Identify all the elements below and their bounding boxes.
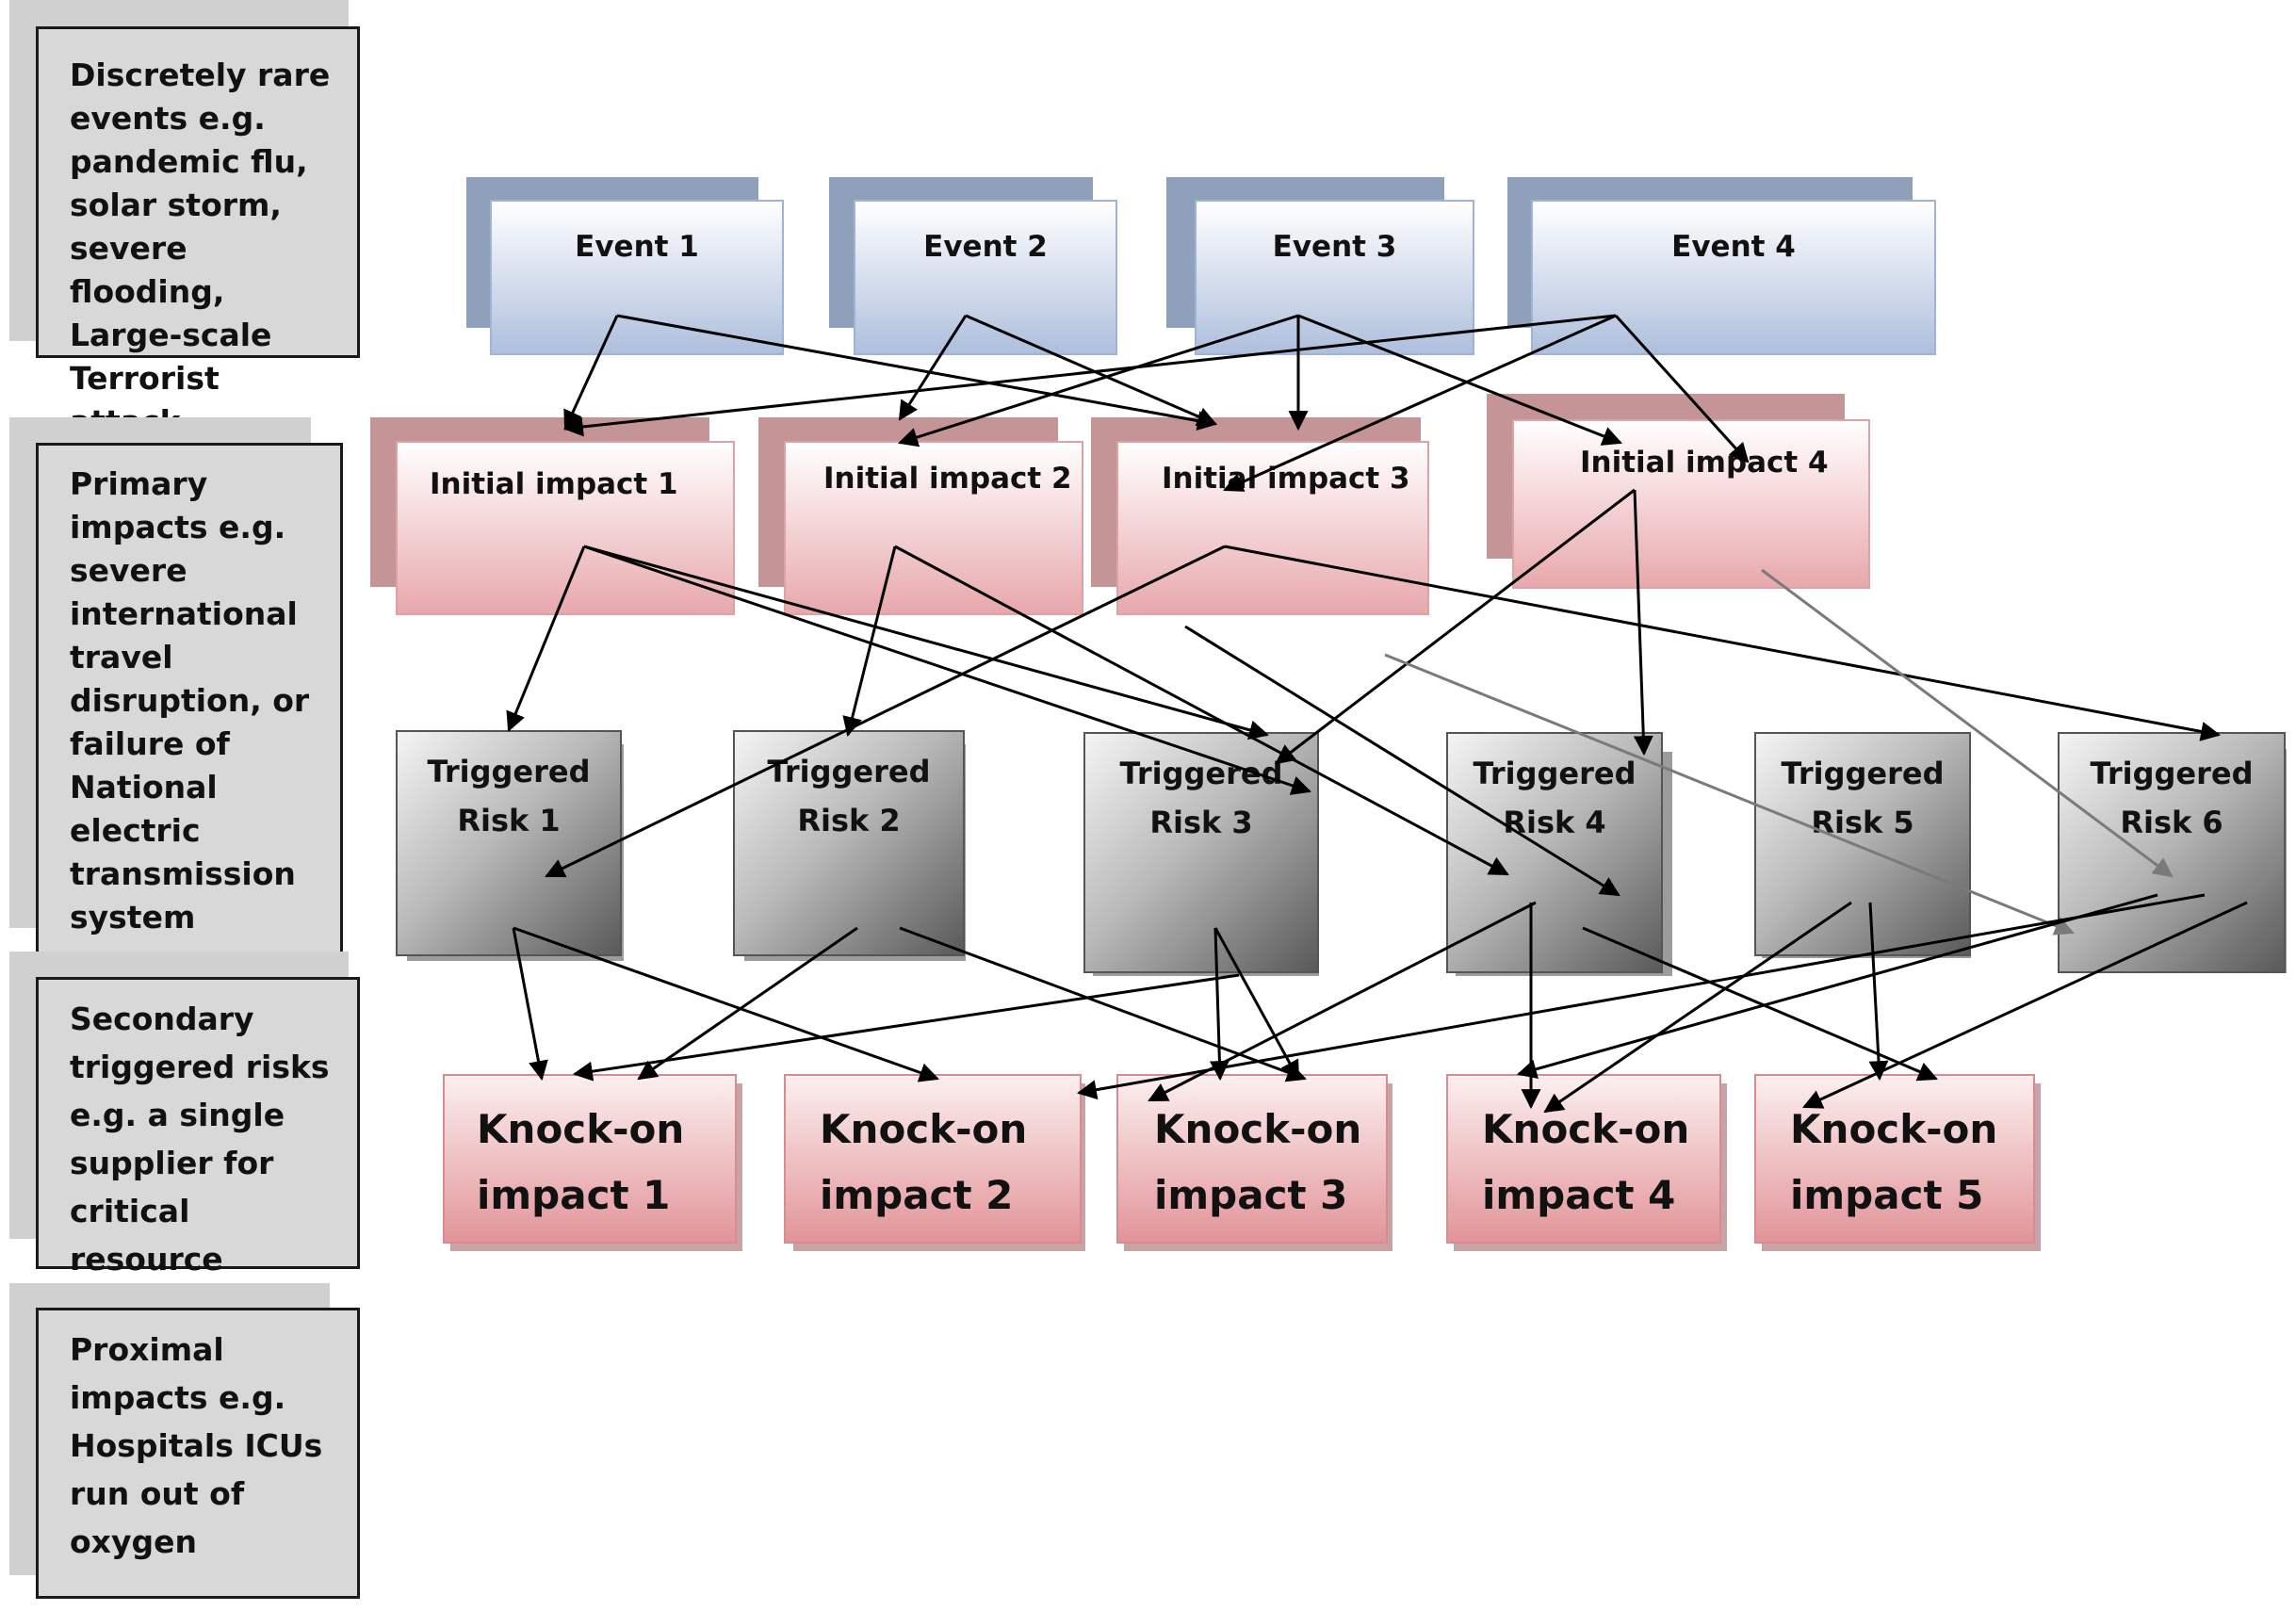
triggered-risk-3: Triggered Risk 3 (1083, 732, 1319, 973)
connection-arrow (1224, 545, 2222, 741)
legend-events-text: Discretely rare events e.g. pandemic flu… (70, 57, 331, 440)
connection-arrow (513, 926, 939, 1082)
connection-arrow (1184, 625, 1620, 897)
connection-arrow (616, 314, 1218, 431)
connection-arrow (1761, 568, 2174, 878)
connection-arrow (1633, 489, 1653, 757)
connection-arrow (899, 926, 1307, 1082)
knock-on-impact-3-line2: impact 3 (1154, 1172, 1348, 1218)
connection-arrow (1516, 893, 2158, 1080)
connection-arrow (1223, 314, 1617, 492)
legend-events: Discretely rare events e.g. pandemic flu… (36, 26, 360, 440)
initial-impact-2: Initial impact 2 (784, 441, 1083, 615)
triggered-risk-2-line1: Triggered (767, 754, 931, 789)
connection-arrow (545, 545, 1226, 878)
initial-impact-2-label: Initial impact 2 (823, 462, 1072, 496)
knock-on-impact-4-line1: Knock-on (1482, 1106, 1690, 1152)
knock-on-impact-3: Knock-on impact 3 (1116, 1074, 1388, 1244)
legend-proximal: Proximal impacts e.g. Hospitals ICUs run… (36, 1308, 360, 1599)
triggered-risk-6-line2: Risk 6 (2120, 805, 2223, 840)
connection-arrow (1213, 927, 1300, 1081)
connection-arrow (1802, 901, 2248, 1109)
connection-arrow (1297, 314, 1622, 446)
event-1: Event 1 (490, 200, 784, 355)
triggered-risk-6-line1: Triggered (2090, 756, 2254, 791)
knock-on-impact-4: Knock-on impact 4 (1446, 1074, 1721, 1244)
triggered-risk-1: Triggered Risk 1 (396, 730, 622, 956)
connection-arrow (965, 314, 1217, 427)
triggered-risk-2-line2: Risk 2 (797, 803, 901, 838)
knock-on-impact-2-line2: impact 2 (820, 1172, 1014, 1218)
connection-arrow (563, 315, 619, 431)
knock-on-impact-1-line2: impact 1 (477, 1172, 671, 1218)
knock-on-impact-2-line1: Knock-on (820, 1106, 1028, 1152)
connection-arrow (637, 926, 858, 1081)
triggered-risk-1-line2: Risk 1 (457, 803, 561, 838)
knock-on-impact-4-line2: impact 4 (1482, 1172, 1676, 1218)
legend-primary: Primary impacts e.g. severe internationa… (36, 443, 343, 956)
initial-impact-1-label: Initial impact 1 (430, 467, 678, 501)
connection-arrow (1148, 901, 1537, 1102)
initial-impact-3-label: Initial impact 3 (1162, 462, 1410, 496)
knock-on-impact-5-line1: Knock-on (1790, 1106, 1998, 1152)
knock-on-impact-1-line1: Knock-on (477, 1106, 685, 1152)
connection-arrow (1868, 902, 1889, 1082)
connection-arrow (562, 314, 1617, 437)
connection-arrow (572, 973, 1240, 1082)
connection-arrow (894, 545, 1509, 876)
legend-secondary: Secondary triggered risks e.g. a single … (36, 977, 360, 1277)
event-2: Event 2 (854, 200, 1117, 355)
event-1-label: Event 1 (575, 230, 699, 264)
connection-arrow (1275, 488, 1636, 765)
connection-arrow (1209, 927, 1229, 1082)
connection-arrow (512, 927, 548, 1082)
initial-impact-4: Initial impact 4 (1512, 419, 1870, 589)
connection-arrow (583, 545, 1270, 740)
event-4-label: Event 4 (1671, 230, 1796, 264)
connection-arrow (842, 545, 897, 738)
knock-on-impact-5-line2: impact 5 (1790, 1172, 1984, 1218)
triggered-risk-5: Triggered Risk 5 (1754, 732, 1971, 956)
connection-arrow (583, 545, 1311, 795)
connection-arrow (1384, 653, 2075, 936)
event-3-label: Event 3 (1272, 230, 1397, 264)
triggered-risk-1-line1: Triggered (427, 754, 591, 789)
legend-secondary-text: Secondary triggered risks e.g. a single … (70, 1001, 330, 1277)
event-4: Event 4 (1531, 200, 1936, 355)
triggered-risk-6: Triggered Risk 6 (2058, 732, 2286, 973)
connection-arrow (897, 314, 1299, 448)
triggered-risk-5-line1: Triggered (1781, 756, 1945, 791)
connection-arrow (898, 315, 968, 421)
connection-arrow (1076, 893, 2206, 1100)
initial-impact-1: Initial impact 1 (396, 441, 735, 615)
legend-proximal-text: Proximal impacts e.g. Hospitals ICUs run… (70, 1331, 323, 1560)
knock-on-impact-3-line1: Knock-on (1154, 1106, 1362, 1152)
knock-on-impact-1: Knock-on impact 1 (443, 1074, 737, 1244)
initial-impact-4-label: Initial impact 4 (1580, 446, 1829, 480)
knock-on-impact-5: Knock-on impact 5 (1754, 1074, 2035, 1244)
triggered-risk-3-line2: Risk 3 (1149, 805, 1253, 840)
connection-arrow (1543, 901, 1852, 1114)
connection-arrow (506, 545, 586, 732)
legend-primary-text: Primary impacts e.g. severe internationa… (70, 465, 310, 936)
event-2-label: Event 2 (923, 230, 1048, 264)
triggered-risk-4-line1: Triggered (1473, 756, 1637, 791)
connection-arrow (1614, 314, 1750, 464)
